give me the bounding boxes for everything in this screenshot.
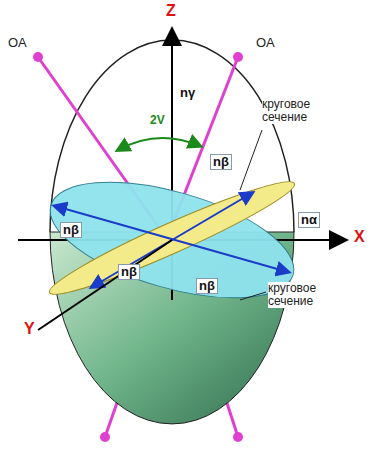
angle-label: 2V <box>150 114 165 127</box>
index-label: nα <box>298 212 320 228</box>
index-label: nβ <box>118 264 140 280</box>
index-label: nβ <box>210 154 232 170</box>
axis-label: Z <box>166 2 176 20</box>
section-note: круговое сечение <box>268 282 332 308</box>
index-label: nγ <box>178 86 197 100</box>
axis-label: X <box>354 228 365 246</box>
section-note: круговое сечение <box>262 98 326 124</box>
axis-label: Y <box>24 320 35 338</box>
index-label: nβ <box>196 278 218 294</box>
optic-axis-label: OA <box>256 36 275 50</box>
optic-axis-label: OA <box>8 36 27 50</box>
index-label: nβ <box>60 222 82 238</box>
